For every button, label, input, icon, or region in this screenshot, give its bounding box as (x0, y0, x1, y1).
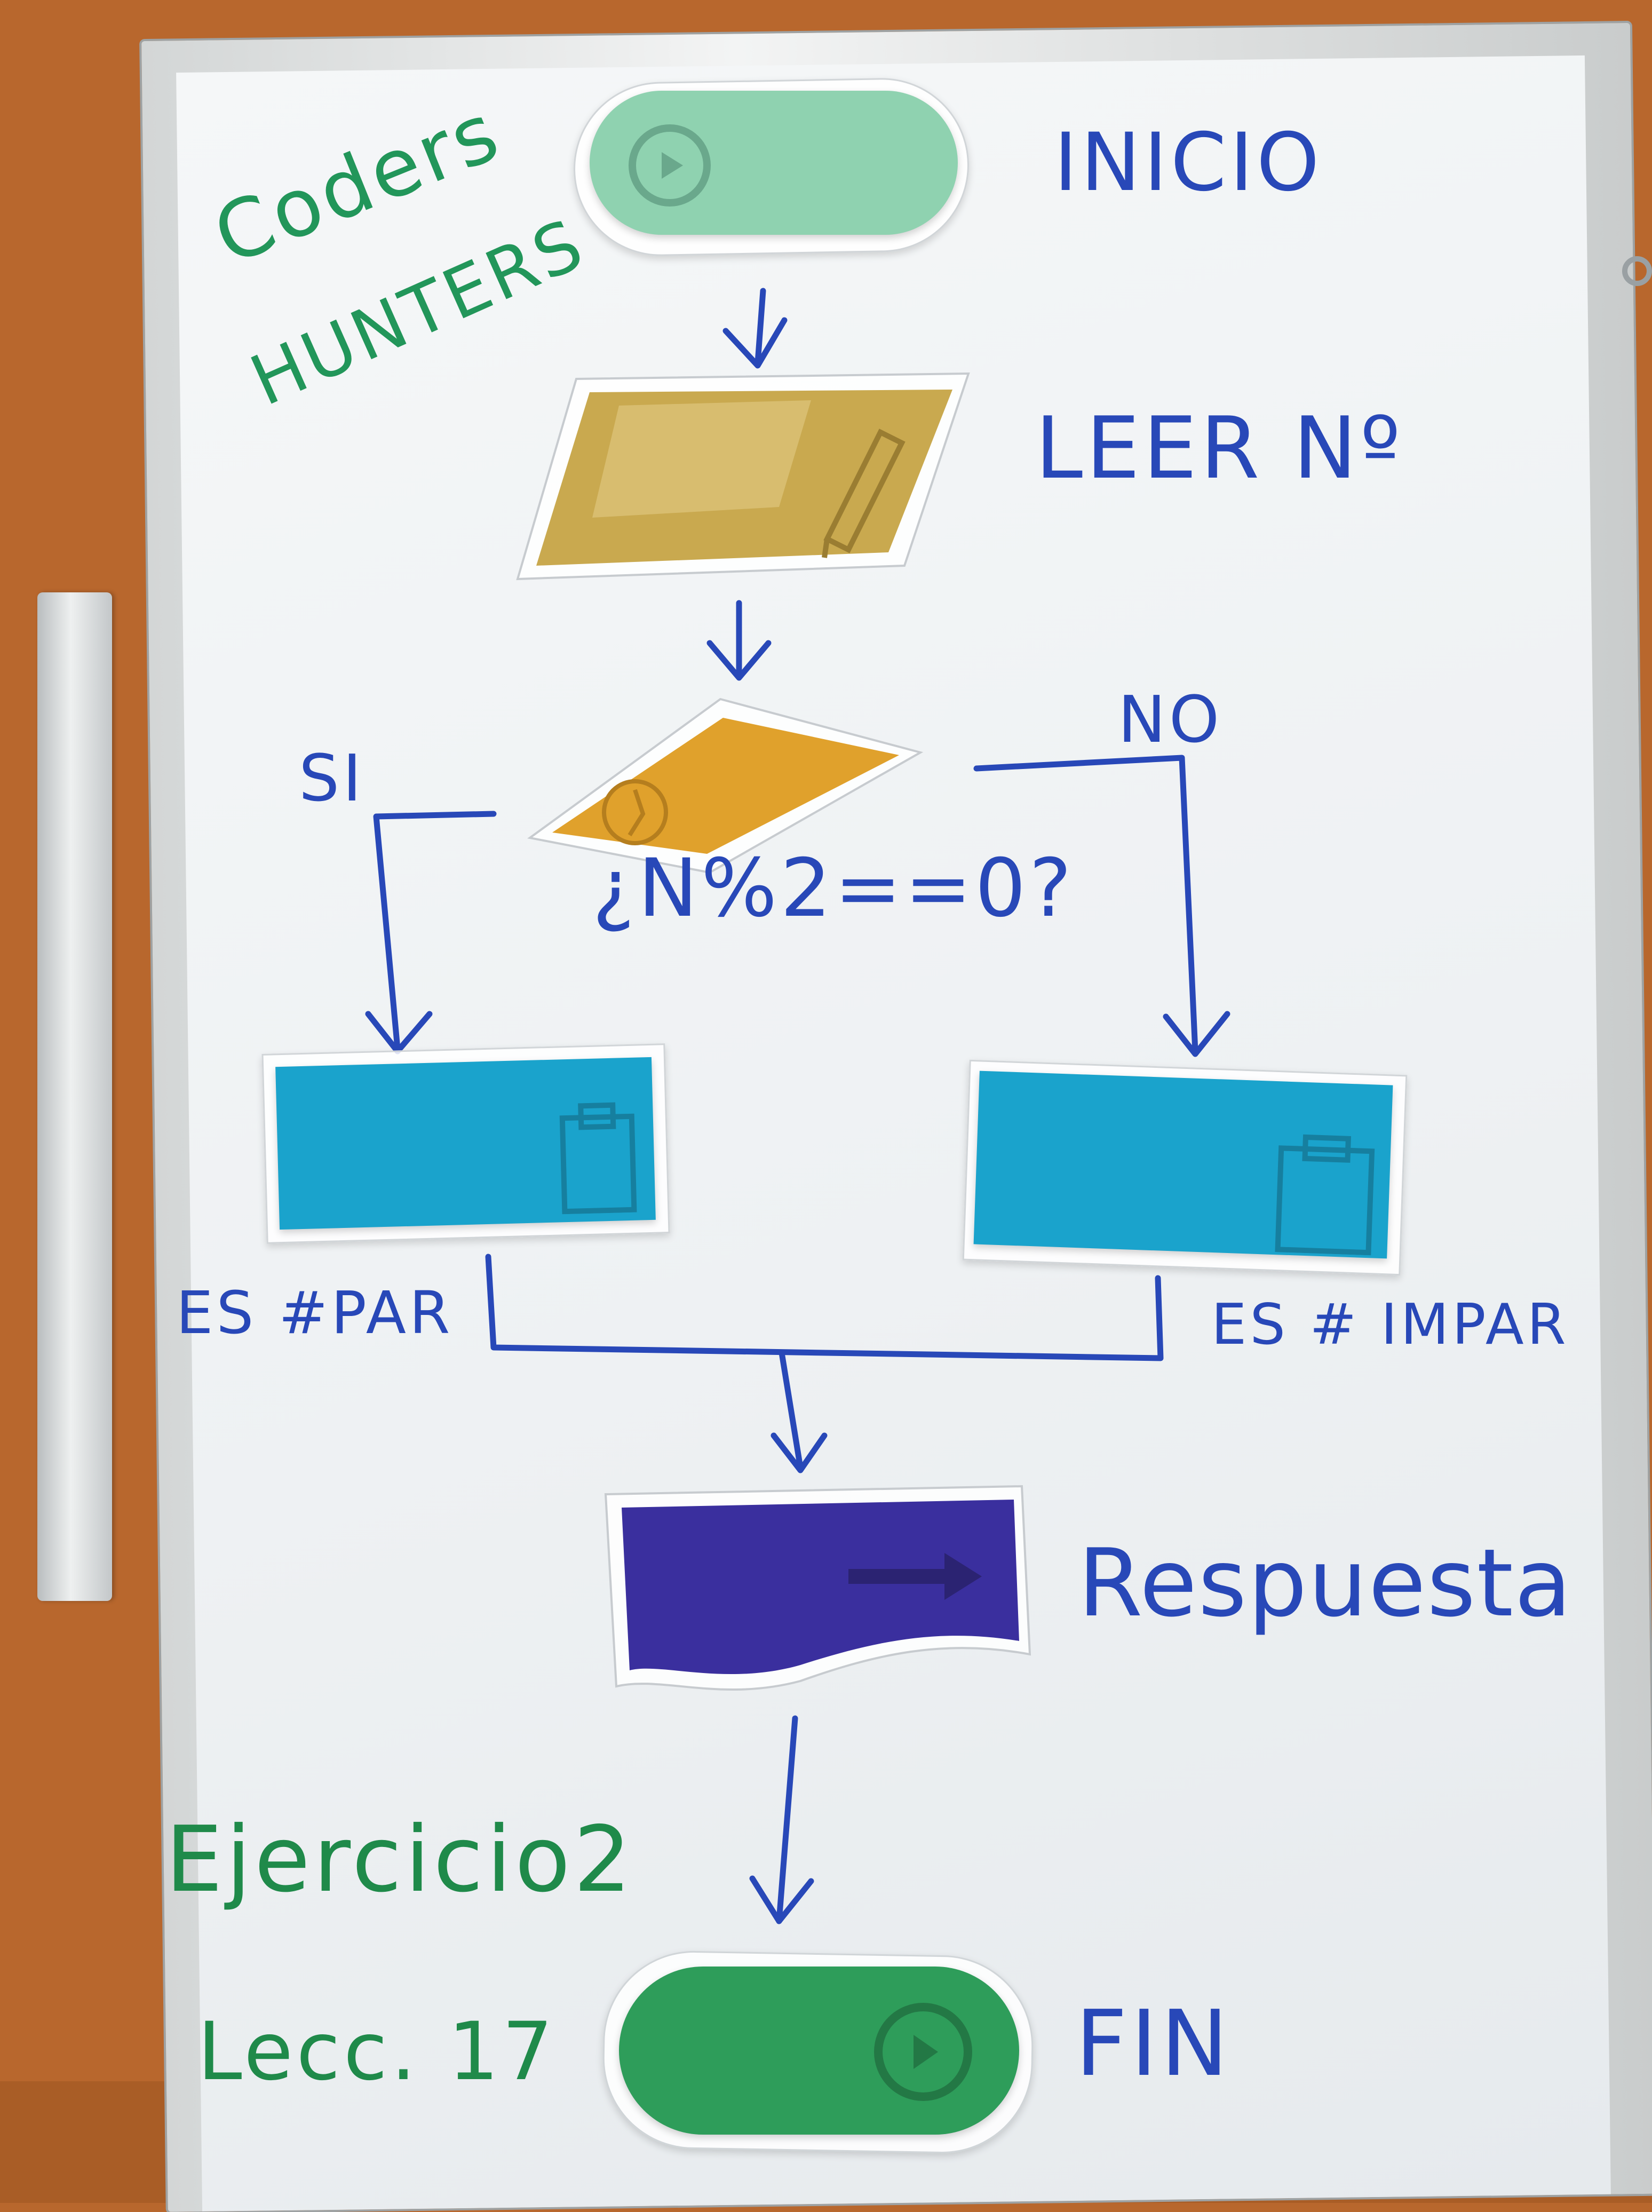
arrow-merge-to-output (779, 1350, 804, 1471)
whiteboard-side-tray (37, 592, 112, 1601)
arrow-right-icon (848, 1553, 982, 1600)
odd-label: ES # IMPAR (1211, 1292, 1569, 1357)
decision-diamond (527, 697, 924, 874)
arrow-start-to-input (754, 288, 766, 366)
arrow-decision-to-odd (973, 755, 1198, 1055)
clipboard-icon (1275, 1134, 1375, 1256)
arrow-output-to-end (776, 1715, 798, 1924)
output-label: Respuesta (1078, 1529, 1573, 1638)
input-parallelogram (516, 372, 970, 581)
arrow-decision-to-even (373, 811, 497, 1052)
merge-line (485, 1254, 1164, 1361)
clipboard-icon (559, 1102, 637, 1215)
output-document (604, 1485, 1031, 1691)
no-label: NO (1118, 683, 1223, 757)
play-icon (874, 2003, 972, 2101)
end-label: FIN (1075, 1991, 1232, 2097)
start-terminal (590, 91, 958, 235)
wall-hook (1622, 256, 1652, 286)
play-icon (629, 124, 711, 207)
condition-label: ¿N%2==0? (592, 842, 1075, 935)
odd-process-box (973, 1071, 1393, 1259)
exercise-label: Ejercicio2 (165, 1807, 634, 1913)
pencil-icon (822, 429, 906, 558)
start-label: INICIO (1054, 116, 1323, 209)
yes-label: SI (299, 742, 365, 816)
end-terminal (619, 1967, 1019, 2135)
input-label: LEER Nº (1035, 398, 1404, 498)
even-label: ES #PAR (176, 1279, 454, 1347)
even-process-box (275, 1057, 656, 1230)
lesson-label: Lecc. 17 (197, 2005, 557, 2098)
compass-icon (602, 779, 668, 845)
